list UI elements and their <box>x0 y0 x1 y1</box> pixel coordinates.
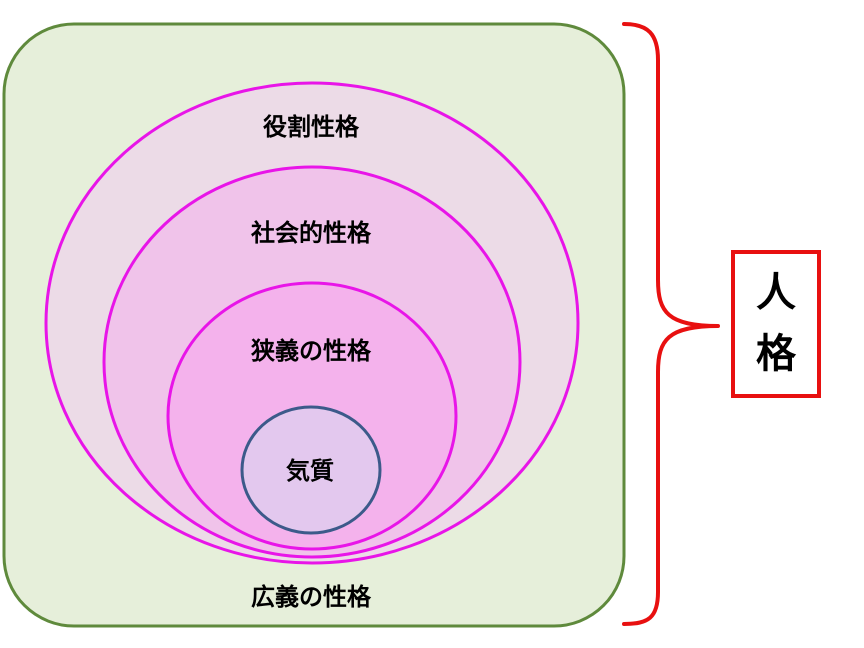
label-social-personality: 社会的性格 <box>251 219 372 247</box>
label-temperament: 気質 <box>286 457 334 485</box>
personality-label-char-1: 人 <box>756 270 796 316</box>
personality-label-char-2: 格 <box>756 331 797 377</box>
curly-brace <box>622 22 720 626</box>
label-narrow-personality: 狭義の性格 <box>250 337 372 365</box>
personality-label-box <box>731 250 821 398</box>
label-broad-personality: 広義の性格 <box>251 583 372 611</box>
label-role-personality: 役割性格 <box>263 113 360 141</box>
ellipse-temperament <box>240 405 382 535</box>
